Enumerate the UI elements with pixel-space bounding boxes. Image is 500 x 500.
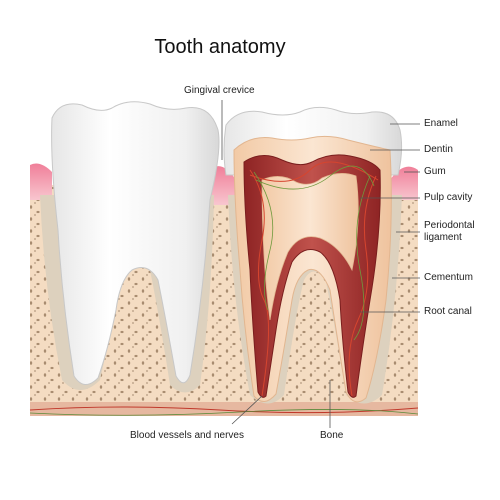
- label-periodontal-ligament-line1: Periodontal: [424, 220, 475, 231]
- bone-nerve-line: [29, 409, 419, 416]
- pulp-inner-dentin: [261, 173, 359, 321]
- leader-blood-vessels: [231, 395, 263, 425]
- label-blood-vessels-nerves: Blood vessels and nerves: [130, 430, 244, 441]
- label-bone: Bone: [320, 430, 344, 441]
- gum-left: [30, 163, 52, 200]
- bone-vessel-line: [29, 406, 419, 414]
- label-root-canal: Root canal: [424, 306, 472, 317]
- label-gum: Gum: [424, 166, 446, 177]
- label-periodontal-ligament-line2: ligament: [424, 232, 462, 243]
- leader-lines: [221, 100, 420, 428]
- pulp-nerve: [253, 165, 375, 341]
- diagram-title: Tooth anatomy: [154, 36, 286, 58]
- label-cementum: Cementum: [424, 272, 473, 283]
- label-pulp-cavity: Pulp cavity: [424, 192, 473, 203]
- pulp-vessel: [249, 161, 379, 397]
- bone-base: [30, 402, 418, 416]
- label-dentin: Dentin: [424, 144, 453, 155]
- label-gingival-crevice: Gingival crevice: [184, 85, 255, 96]
- label-enamel: Enamel: [424, 118, 458, 129]
- left-tooth: [51, 101, 220, 385]
